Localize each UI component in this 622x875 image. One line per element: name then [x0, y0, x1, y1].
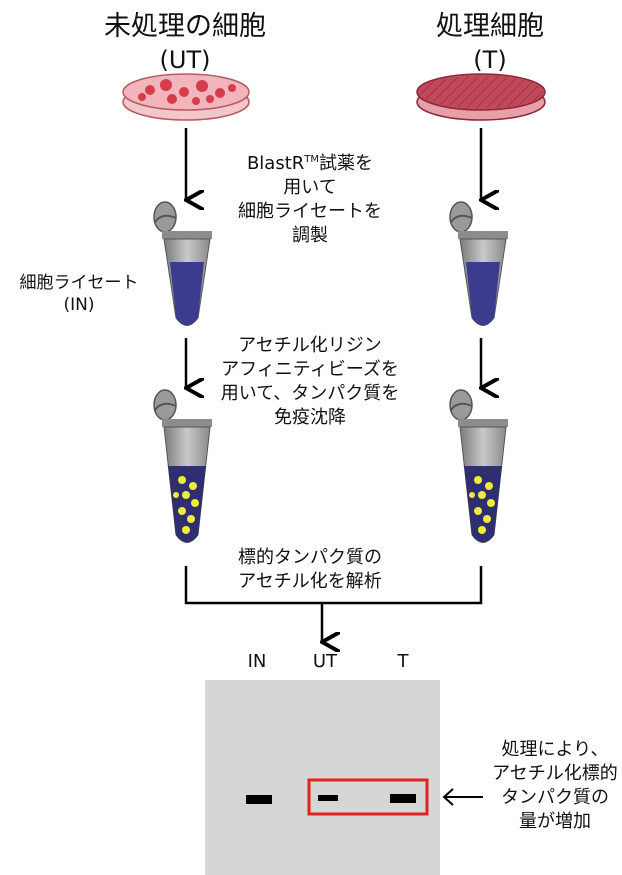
untreated-cells-title: 未処理の細胞	[104, 11, 266, 42]
result-pointer-arrowhead	[442, 788, 454, 806]
merge-connector	[184, 566, 483, 605]
western-blot	[205, 680, 440, 875]
ip-tube-untreated-icon	[153, 389, 212, 543]
analysis-step: 標的タンパク質の アセチル化を解析	[238, 547, 382, 592]
lane-label-ut: UT	[312, 651, 338, 672]
lysate-prep-step: BlastRTM試薬を 用いて 細胞ライセートを 調製	[238, 153, 382, 246]
ip-tube-treated-icon	[449, 389, 508, 543]
highlight-box	[307, 778, 429, 816]
lane-label-in: IN	[247, 651, 267, 672]
lysate-label: 細胞ライセート (IN)	[19, 273, 139, 315]
band-in	[246, 795, 272, 804]
untreated-cells-code: (UT)	[159, 46, 211, 74]
lysate-tube-treated-icon	[449, 201, 508, 326]
band-t	[390, 794, 416, 803]
treated-dish-icon	[416, 73, 546, 121]
lane-label-t: T	[397, 651, 409, 672]
lysate-tube-untreated-icon	[153, 201, 212, 326]
treated-cells-title: 処理細胞	[436, 11, 544, 42]
untreated-dish-icon	[122, 73, 250, 121]
immunoprecipitation-step: アセチル化リジン アフィニティビーズを 用いて、タンパク質を 免疫沈降	[220, 335, 400, 428]
result-annotation: 処理により、 アセチル化標的 タンパク質の 量が増加	[492, 739, 618, 832]
band-ut	[318, 795, 338, 801]
treated-cells-code: (T)	[473, 46, 507, 74]
